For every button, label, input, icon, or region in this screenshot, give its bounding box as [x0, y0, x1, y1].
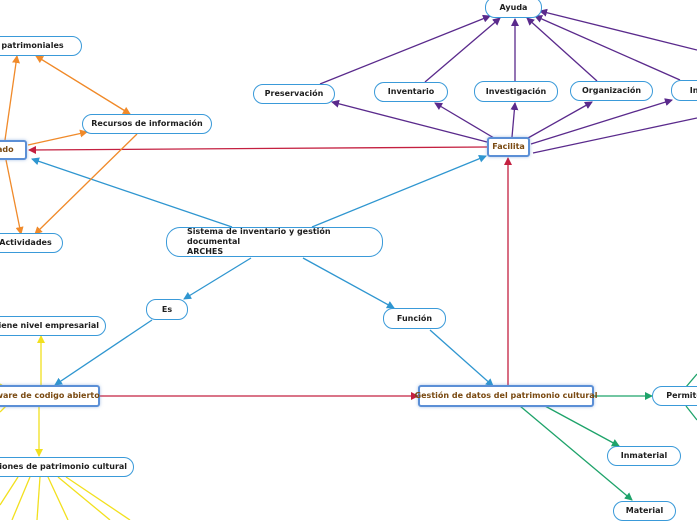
node-investigacion[interactable]: Investigación: [474, 81, 558, 102]
edge-central-to-nado: [31, 157, 233, 228]
node-instituciones-patrimonio[interactable]: tuciones de patrimonio cultural: [0, 457, 134, 477]
edge-inventario-to-ayuda: [424, 17, 501, 83]
edge-inst-c: [36, 476, 41, 520]
edge-permite-down: [685, 405, 697, 421]
node-actividades[interactable]: Actividades: [0, 233, 63, 253]
central-topic-line1: Sistema de inventario y gestión document…: [187, 227, 331, 246]
edge-nado-to-actividades: [5, 159, 24, 235]
edge-permite-up: [685, 373, 697, 388]
edge-facilita-to-investigacion: [510, 102, 519, 138]
node-funcion[interactable]: Función: [383, 308, 446, 329]
node-inventario[interactable]: Inventario: [374, 82, 448, 102]
edge-inst-b: [11, 476, 31, 520]
node-organizacion[interactable]: Organización: [570, 81, 653, 101]
edge-central-to-facilita: [311, 154, 487, 228]
edge-es-to-software: [54, 319, 153, 386]
node-facilita[interactable]: Facilita: [487, 137, 530, 157]
node-nado[interactable]: nado: [0, 140, 27, 160]
edge-inst-a: [0, 476, 19, 506]
edge-facilita-to-organizacion: [527, 101, 593, 139]
central-topic-node[interactable]: Sistema de inventario y gestión document…: [166, 227, 383, 257]
edge-facilita-to-preservacion: [331, 99, 488, 143]
edge-gestion-to-inmaterial: [544, 405, 620, 447]
edge-facilita-to-nado: [28, 145, 488, 154]
central-topic-line2: ARCHES: [187, 247, 224, 256]
node-ayuda[interactable]: Ayuda: [485, 0, 542, 18]
node-software-codigo-abierto[interactable]: ftware de codigo abierto: [0, 385, 100, 407]
edge-inst-e: [57, 476, 111, 520]
node-nivel-empresarial[interactable]: Tiene nivel empresarial: [0, 316, 106, 336]
node-activos-patrimoniales[interactable]: os patrimoniales: [0, 36, 82, 56]
edge-inst-f: [65, 476, 131, 520]
edge-software-left2: [0, 405, 7, 413]
edge-preservacion-to-ayuda: [319, 14, 491, 85]
node-inmaterial[interactable]: Inmaterial: [607, 446, 681, 466]
node-material[interactable]: Material: [613, 501, 676, 521]
edge-central-to-es: [183, 257, 252, 300]
edge-activos-to-recursos: [35, 55, 131, 115]
node-preservacion[interactable]: Preservación: [253, 84, 335, 104]
edge-central-to-funcion: [302, 257, 395, 309]
edge-nado-to-recursos: [27, 129, 88, 146]
node-gestion-datos[interactable]: Gestión de datos del patrimonio cultural: [415, 385, 597, 407]
edge-facilita-to-int: [530, 98, 673, 145]
edge-facilita-to-offscreen: [532, 117, 697, 154]
edge-inst-d: [47, 476, 69, 520]
node-permite[interactable]: Permite: [652, 386, 697, 406]
edge-offscreen-to-ayuda: [539, 8, 697, 51]
node-recursos-informacion[interactable]: Recursos de información: [82, 114, 212, 134]
edge-nado-to-activos: [4, 55, 20, 141]
node-int[interactable]: Int: [671, 80, 697, 101]
edge-gestion-to-material: [519, 405, 633, 501]
edge-recursos-to-actividades: [34, 133, 138, 235]
edge-funcion-to-gestion: [429, 329, 494, 387]
node-es[interactable]: Es: [146, 299, 188, 320]
edge-facilita-to-inventario: [434, 102, 495, 139]
edge-organizacion-to-ayuda: [526, 17, 598, 82]
edge-int-to-ayuda: [534, 15, 681, 81]
